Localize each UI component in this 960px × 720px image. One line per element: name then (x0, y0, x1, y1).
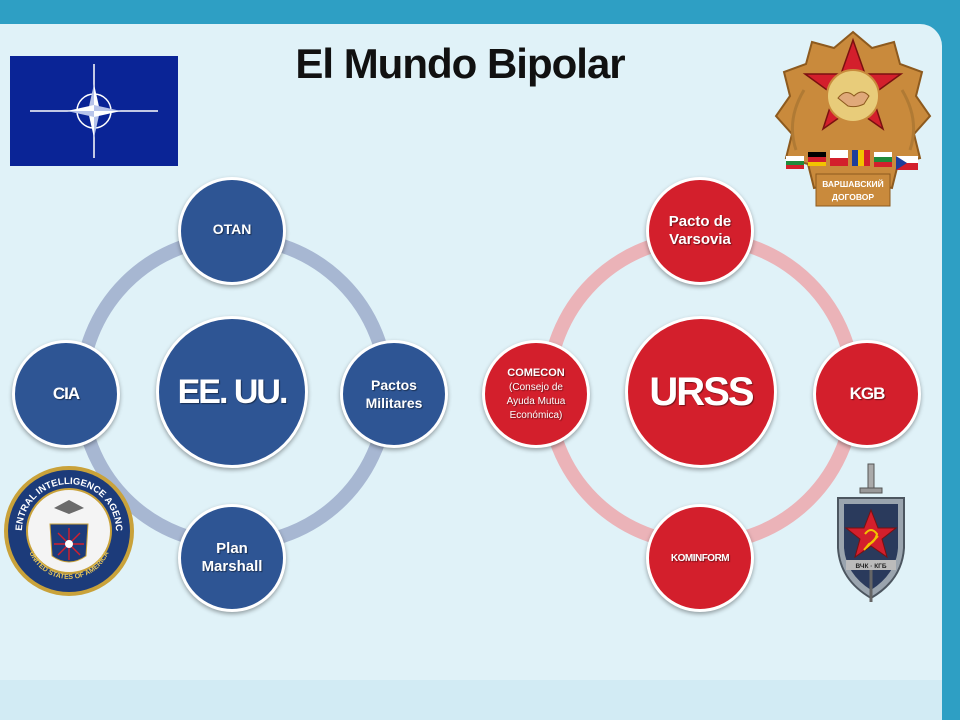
usa-center-label: EE. UU. (177, 372, 289, 411)
node-cia: CIA (12, 340, 120, 448)
node-comecon-line4: Económica) (509, 410, 563, 421)
node-otan-label: OTAN (212, 221, 252, 237)
node-kominform-label: KOMINFORM (670, 552, 730, 564)
node-plan-line2: Marshall (201, 558, 263, 575)
node-comecon-line2: (Consejo de (509, 382, 563, 393)
usa-center-node: EE. UU. (156, 316, 308, 468)
slide-title: El Mundo Bipolar (295, 40, 625, 87)
node-plan-line1: Plan (216, 540, 248, 557)
ussr-center-label: URSS (649, 369, 754, 414)
nato-compass-icon (30, 64, 158, 158)
node-varsovia-line1: Pacto de (668, 213, 732, 230)
ussr-center-node: URSS (625, 316, 777, 468)
node-pactos-line1: Pactos (371, 377, 417, 393)
node-comecon-line1: COMECON (507, 367, 565, 379)
warsaw-text-line2: ДОГОВОР (832, 192, 875, 202)
node-kgb: KGB (813, 340, 921, 448)
node-kgb-label: KGB (849, 384, 886, 403)
warsaw-text-line1: ВАРШАВСКИЙ (822, 178, 884, 189)
node-cia-label: CIA (52, 384, 80, 403)
warsaw-pact-emblem-icon: ВАРШАВСКИЙ ДОГОВОР (774, 30, 932, 207)
node-comecon: COMECON (Consejo de Ayuda Mutua Económic… (482, 340, 590, 448)
node-otan: OTAN (178, 177, 286, 285)
kgb-shield-icon: ВЧК · КГБ (837, 463, 905, 602)
node-pacto-varsovia: Pacto de Varsovia (646, 177, 754, 285)
nato-flag-image (10, 56, 178, 166)
node-comecon-line3: Ayuda Mutua (506, 396, 566, 407)
node-kominform: KOMINFORM (646, 504, 754, 612)
node-plan-marshall: Plan Marshall (178, 504, 286, 612)
kgb-shield-text: ВЧК · КГБ (855, 563, 886, 570)
node-varsovia-line2: Varsovia (669, 231, 731, 248)
node-pactos-line2: Militares (365, 395, 423, 411)
footer-band (0, 680, 942, 720)
cia-seal-icon: CENTRAL INTELLIGENCE AGENCY UNITED STATE… (2, 464, 134, 596)
node-pactos-militares: Pactos Militares (340, 340, 448, 448)
